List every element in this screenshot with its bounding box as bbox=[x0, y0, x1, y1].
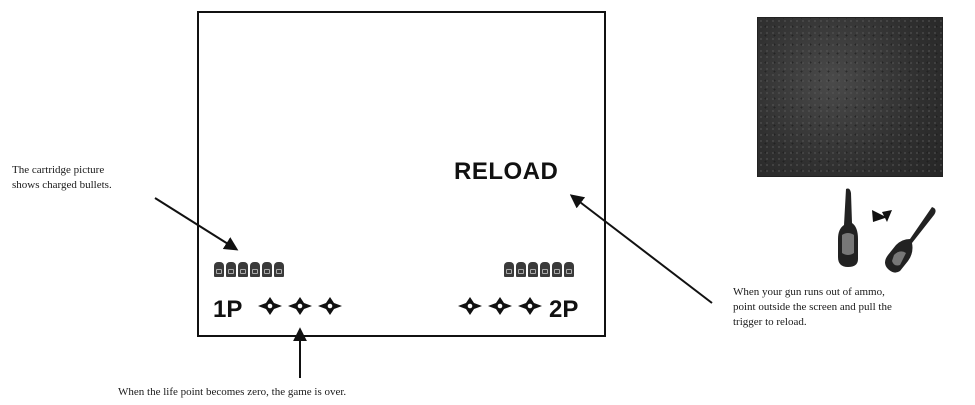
player1-cartridge bbox=[214, 262, 284, 277]
bullet-icon bbox=[504, 262, 514, 277]
player2-cartridge bbox=[504, 262, 574, 277]
life-icon bbox=[257, 296, 283, 316]
bullet-icon bbox=[528, 262, 538, 277]
life-icon bbox=[317, 296, 343, 316]
player2-label: 2P bbox=[549, 296, 579, 323]
life-icon bbox=[457, 296, 483, 316]
gun-motion-arrow-icon bbox=[872, 210, 892, 222]
reload-caption: When your gun runs out of ammo, point ou… bbox=[733, 285, 892, 330]
offscreen-area-panel bbox=[757, 17, 943, 177]
life-caption: When the life point becomes zero, the ga… bbox=[118, 386, 347, 398]
cartridge-caption-line-2: shows charged bullets. bbox=[12, 179, 112, 191]
bullet-icon bbox=[238, 262, 248, 277]
bullet-icon bbox=[226, 262, 236, 277]
bullet-icon bbox=[516, 262, 526, 277]
bullet-icon bbox=[250, 262, 260, 277]
bullet-icon bbox=[540, 262, 550, 277]
gun-pointing-outside-icon bbox=[885, 207, 936, 273]
game-screen: RELOAD 1P 2P bbox=[197, 11, 606, 337]
bullet-icon bbox=[274, 262, 284, 277]
life-icon bbox=[287, 296, 313, 316]
bullet-icon bbox=[262, 262, 272, 277]
cartridge-caption: The cartridge picture shows charged bull… bbox=[12, 163, 112, 193]
reload-indicator: RELOAD bbox=[454, 158, 559, 185]
cartridge-caption-line-1: The cartridge picture bbox=[12, 164, 105, 176]
player2-lives bbox=[457, 296, 543, 316]
life-icon bbox=[487, 296, 513, 316]
player1-lives bbox=[257, 296, 343, 316]
life-icon bbox=[517, 296, 543, 316]
cartridge-arrow bbox=[154, 197, 239, 251]
player1-label: 1P bbox=[213, 296, 243, 323]
gun-pointing-at-screen-icon bbox=[838, 188, 858, 267]
reload-caption-line-1: When your gun runs out of ammo, bbox=[733, 286, 885, 298]
reload-arrow bbox=[569, 194, 713, 304]
bullet-icon bbox=[552, 262, 562, 277]
reload-caption-line-2: point outside the screen and pull the bbox=[733, 301, 892, 313]
bullet-icon bbox=[564, 262, 574, 277]
reload-caption-line-3: trigger to reload. bbox=[733, 316, 807, 328]
bullet-icon bbox=[214, 262, 224, 277]
